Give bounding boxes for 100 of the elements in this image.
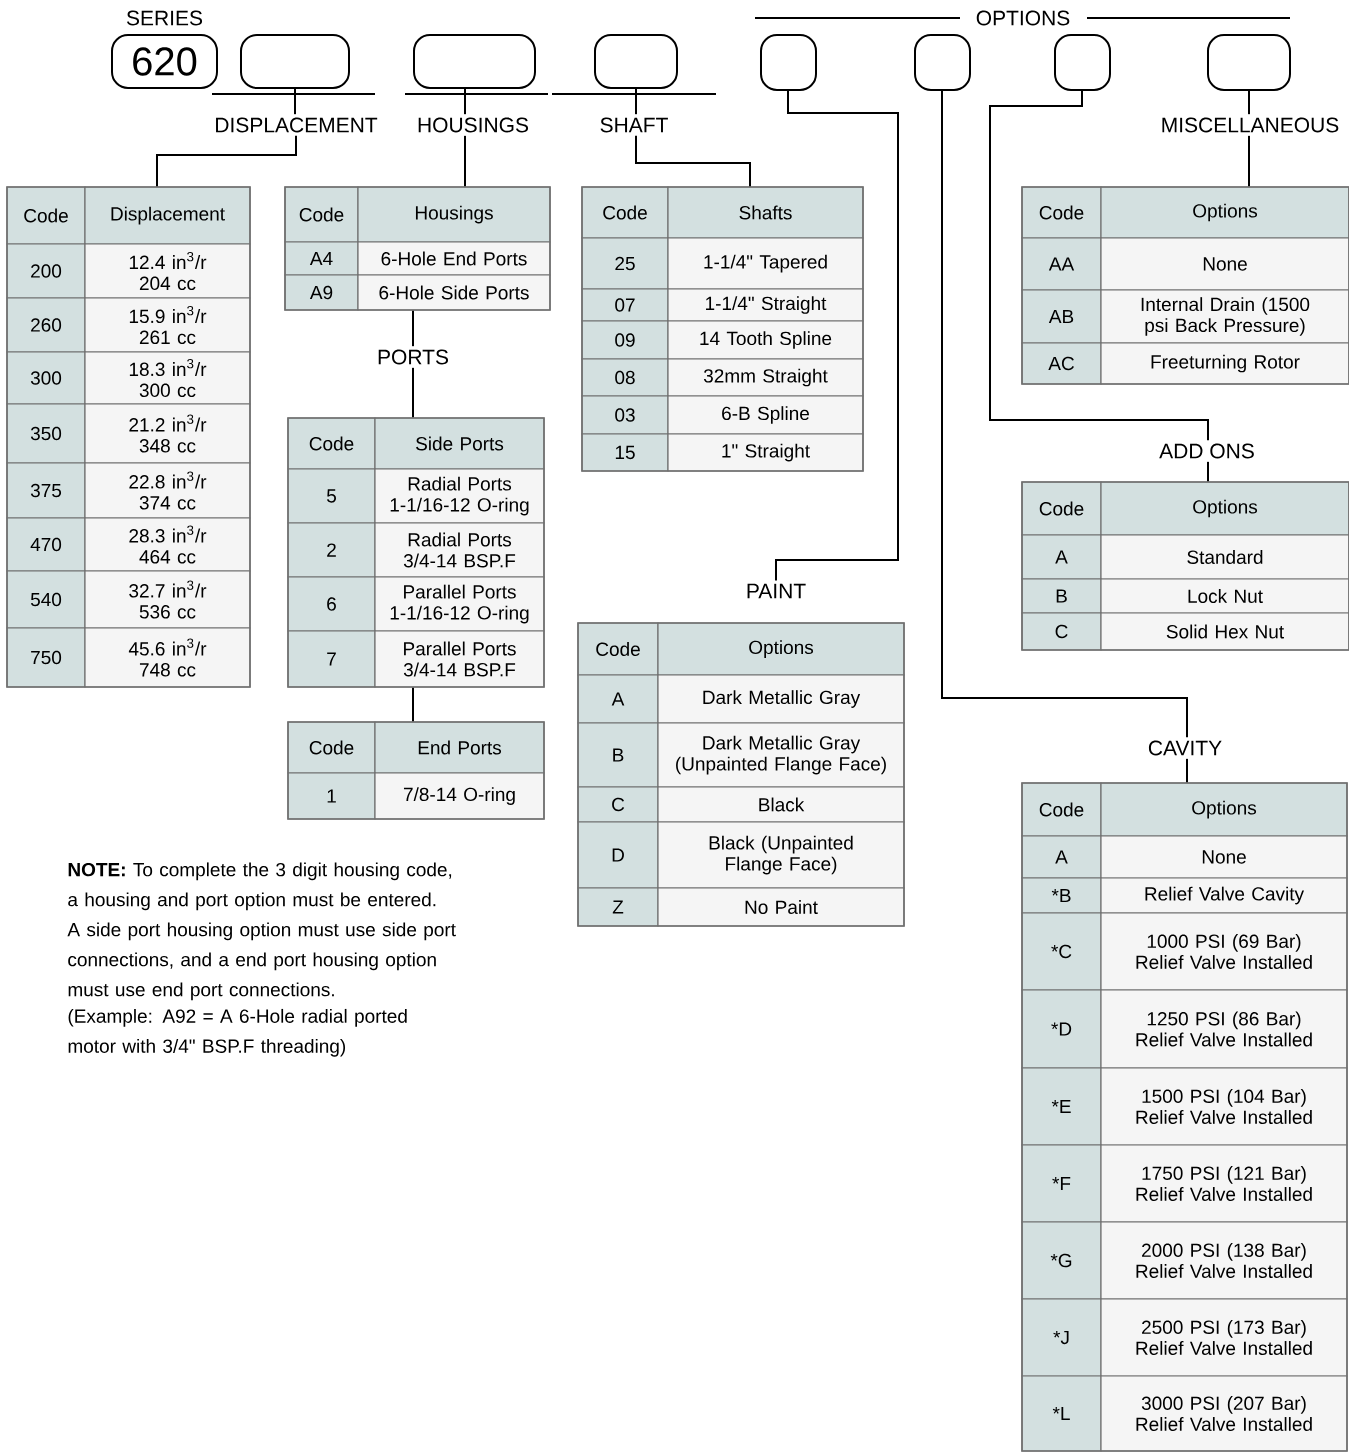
table-cell: 6-Hole End Ports [357, 241, 551, 276]
table-cell: Freeturning Rotor [1100, 342, 1349, 385]
table-cell: No Paint [657, 887, 905, 927]
code-table [284, 186, 551, 311]
table-cell: AA [1021, 237, 1102, 291]
table-cell: 28.3 in$^{3}$/r 464 cc [84, 517, 251, 572]
series-box: 620 [111, 34, 218, 89]
code-box [240, 34, 350, 89]
table-cell: Black (Unpainted Flange Face) [657, 821, 905, 889]
code-table [1021, 481, 1349, 651]
table-cell: 6 [287, 576, 376, 632]
table-cell: A [1021, 835, 1102, 879]
table-cell: Radial Ports 1-1/16-12 O-ring [374, 468, 545, 524]
table-cell: 540 [6, 570, 86, 629]
table-cell: Radial Ports 3/4-14 BSP.F [374, 522, 545, 578]
table-cell: 300 [6, 351, 86, 405]
table-cell: C [1021, 612, 1102, 651]
section-label: PAINT [747, 583, 806, 599]
table-cell: *B [1021, 877, 1102, 914]
table-cell: Black [657, 786, 905, 823]
code-box [1054, 34, 1111, 91]
table-cell: 08 [581, 358, 669, 397]
connector-line [1248, 90, 1250, 116]
table-cell: Dark Metallic Gray (Unpainted Flange Face) [657, 722, 905, 788]
code-table [1021, 782, 1348, 1452]
table-cell: 350 [6, 403, 86, 464]
table-cell: *F [1021, 1144, 1102, 1223]
connector-line [412, 366, 414, 419]
code-table [577, 622, 905, 927]
table-cell: 6-Hole Side Ports [357, 274, 551, 311]
table-cell: 200 [6, 243, 86, 299]
code-table [6, 186, 251, 688]
table-cell: 32.7 in$^{3}$/r 536 cc [84, 570, 251, 629]
table-cell: 6-B Spline [667, 395, 864, 435]
section-label: DISPLACEMENT [216, 117, 378, 133]
table-cell: C [577, 786, 659, 823]
table-cell: Parallel Ports 1-1/16-12 O-ring [374, 576, 545, 632]
connector-line [412, 309, 414, 348]
table-cell: 32mm Straight [667, 358, 864, 397]
code-box [594, 34, 678, 89]
table-cell: *G [1021, 1221, 1102, 1300]
table-cell: 375 [6, 462, 86, 519]
section-label: MISCELLANEOUS [1162, 117, 1339, 133]
section-label: PORTS [378, 349, 449, 365]
table-cell: 21.2 in$^{3}$/r 348 cc [84, 403, 251, 464]
table-cell: 2500 PSI (173 Bar) Relief Valve Installed [1100, 1298, 1348, 1377]
table-cell: 1250 PSI (86 Bar) Relief Valve Installed [1100, 989, 1348, 1069]
table-cell: *D [1021, 989, 1102, 1069]
connector-line [635, 134, 751, 188]
connector-line [464, 88, 466, 116]
table-cell: 1" Straight [667, 433, 864, 472]
table-cell: D [577, 821, 659, 889]
table-cell: 18.3 in$^{3}$/r 300 cc [84, 351, 251, 405]
table-cell: None [1100, 835, 1348, 879]
connector-line [1186, 757, 1188, 784]
connector-line [1248, 134, 1250, 188]
table-header-cell: Code [6, 186, 86, 245]
table-cell: 1-1/4" Straight [667, 288, 864, 322]
table-cell: Standard [1100, 534, 1349, 580]
table-cell: Z [577, 887, 659, 927]
table-cell: 22.8 in$^{3}$/r 374 cc [84, 462, 251, 519]
table-cell: 3000 PSI (207 Bar) Relief Valve Installed [1100, 1375, 1348, 1452]
note-text: NOTE: To complete the 3 digit housing code, a housing and port option must be entered. A side port housing option must use side port connections, and a end port housing option must use end port connections. [67, 862, 456, 1001]
table-cell: Internal Drain (1500 psi Back Pressure) [1100, 289, 1349, 344]
table-cell: 1 [287, 772, 376, 820]
options-heading: OPTIONS [976, 10, 1070, 26]
connector-line [1207, 460, 1209, 483]
table-cell: 5 [287, 468, 376, 524]
table-header-cell: Code [581, 186, 669, 239]
section-label: CAVITY [1148, 740, 1222, 756]
table-header-cell: Code [1021, 481, 1102, 536]
table-cell: AC [1021, 342, 1102, 385]
table-cell: 2 [287, 522, 376, 578]
code-table [287, 721, 545, 820]
table-cell: 09 [581, 320, 669, 360]
code-box [413, 34, 536, 89]
table-cell: Solid Hex Nut [1100, 612, 1349, 651]
table-cell: 45.6 in$^{3}$/r 748 cc [84, 627, 251, 688]
code-box [914, 34, 971, 91]
table-cell: 260 [6, 297, 86, 353]
table-cell: 25 [581, 237, 669, 290]
table-cell: B [1021, 578, 1102, 614]
table-cell: 12.4 in$^{3}$/r 204 cc [84, 243, 251, 299]
code-table [287, 417, 545, 688]
connector-line [412, 686, 414, 723]
table-header-cell: Side Ports [374, 417, 545, 470]
table-cell: A [1021, 534, 1102, 580]
table-cell: Parallel Ports 3/4-14 BSP.F [374, 630, 545, 688]
table-cell: Dark Metallic Gray [657, 674, 905, 724]
connector-line [464, 134, 466, 188]
table-cell: AB [1021, 289, 1102, 344]
table-cell: 750 [6, 627, 86, 688]
connector-line [156, 134, 297, 188]
connector-line [294, 88, 296, 116]
table-cell: 14 Tooth Spline [667, 320, 864, 360]
section-label: SHAFT [600, 117, 668, 133]
table-header-cell: Code [1021, 186, 1102, 239]
table-cell: 15.9 in$^{3}$/r 261 cc [84, 297, 251, 353]
connector-line [775, 90, 899, 582]
note-text: (Example: A92 = A 6-Hole radial ported motor with 3/4" BSP.F threading) [68, 1008, 407, 1057]
